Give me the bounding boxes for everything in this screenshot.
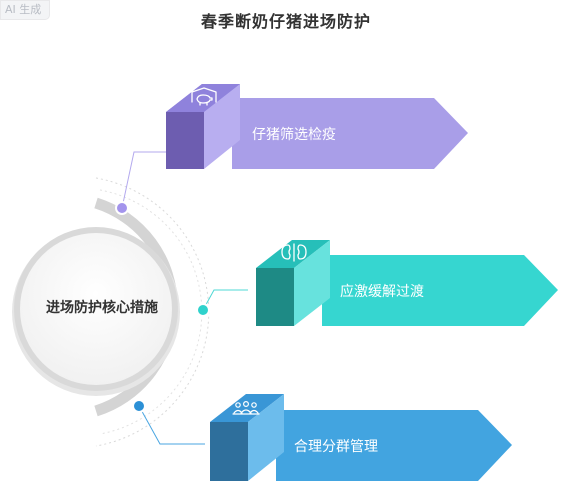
center-label: 进场防护核心措施 <box>46 300 158 316</box>
dotted-guide-arc-inner <box>99 189 203 435</box>
item-cube-front-2 <box>256 268 294 326</box>
connector-dot-1 <box>115 201 129 215</box>
item-label-2: 应激缓解过渡 <box>340 284 424 300</box>
item-cube-side-1 <box>204 84 240 169</box>
item-cube-front-1 <box>166 112 204 169</box>
item-label-3: 合理分群管理 <box>294 439 378 455</box>
connector-line-2 <box>202 289 248 311</box>
center-circle <box>20 233 172 385</box>
kidney-icon <box>281 243 307 262</box>
item-cube-top-face-1 <box>166 84 240 112</box>
item-cube-side-3 <box>248 394 284 481</box>
item-arrow-1 <box>232 98 468 169</box>
connector-dot-3 <box>132 399 146 413</box>
connector-line-1 <box>121 151 166 209</box>
pig-icon <box>191 87 217 106</box>
item-cube-top-face-3 <box>210 394 284 422</box>
page-title: 春季断奶仔猪进场防护 <box>200 12 371 31</box>
item-cube-top-face-2 <box>256 240 330 268</box>
connector-line-3 <box>138 405 205 445</box>
item-label-1: 仔猪筛选检疫 <box>252 127 336 143</box>
connector-dot-2 <box>196 303 210 317</box>
item-cube-front-3 <box>210 422 248 481</box>
ai-generated-badge: AI 生成 <box>0 0 51 20</box>
item-arrow-2 <box>322 255 558 326</box>
item-cube-side-2 <box>294 240 330 326</box>
group-icon <box>232 400 260 415</box>
item-arrow-3 <box>276 410 512 481</box>
